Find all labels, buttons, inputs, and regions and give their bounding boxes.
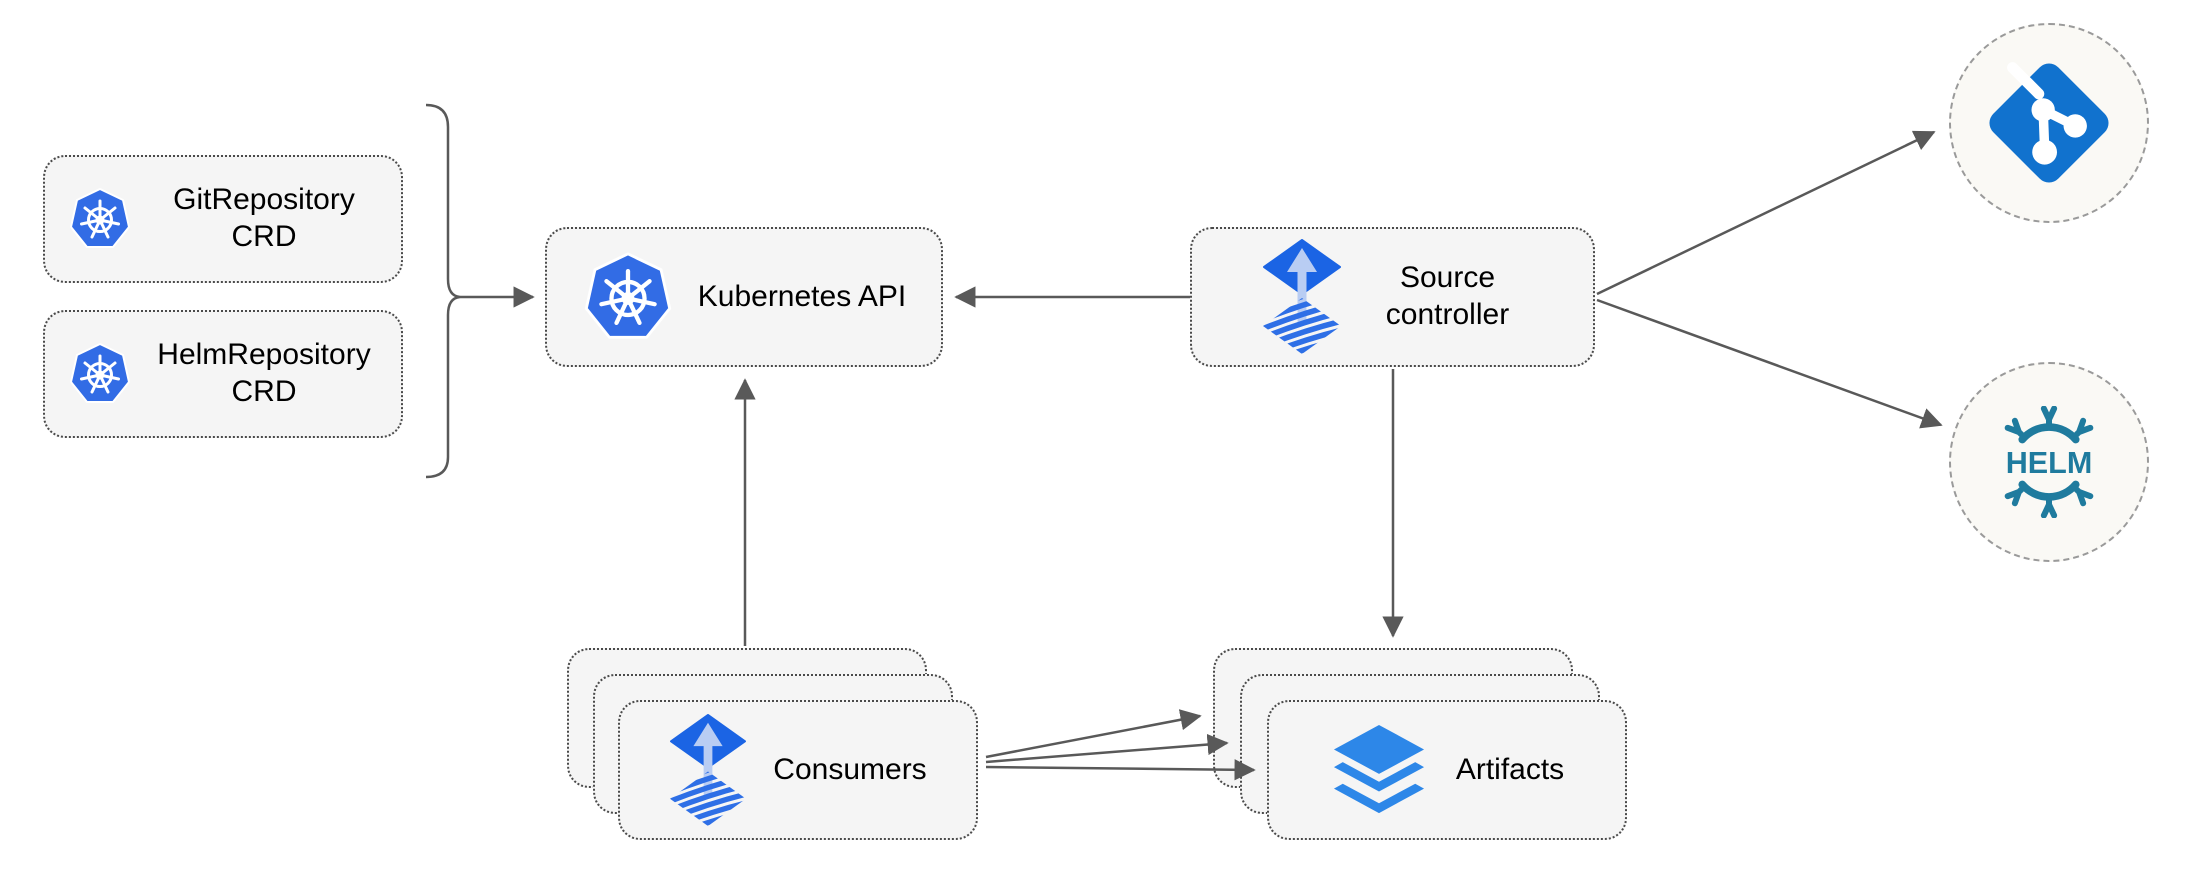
node-kubernetes-api: Kubernetes API (545, 227, 943, 367)
node-consumers: Consumers (618, 700, 978, 840)
flux-icon (1262, 239, 1341, 354)
layers-icon (1333, 724, 1424, 814)
kubernetes-icon (70, 188, 130, 248)
helm-icon: HELM (2004, 406, 2094, 518)
flux-icon (670, 713, 747, 826)
node-source-controller: Source controller (1190, 227, 1595, 367)
helm-remote-circle: HELM (1949, 362, 2149, 562)
helm-logo-text: HELM (2006, 446, 2093, 480)
node-label: Source controller (1385, 261, 1510, 331)
node-label: Artifacts (1455, 752, 1565, 786)
node-label: Kubernetes API (697, 279, 907, 313)
git-icon (1989, 62, 2109, 183)
node-helm-repository-crd: HelmRepository CRD (43, 310, 403, 438)
kubernetes-icon (70, 343, 130, 403)
git-remote-circle (1949, 23, 2149, 223)
node-artifacts: Artifacts (1267, 700, 1627, 840)
crd-group-brace (425, 103, 461, 479)
node-label: HelmRepository CRD (157, 338, 371, 408)
edge-source-to-git-remote (1596, 130, 1936, 296)
kubernetes-icon (584, 252, 671, 339)
edge-source-to-helm-remote (1596, 298, 1943, 429)
node-label: Consumers (773, 752, 927, 786)
node-label: GitRepository CRD (173, 183, 355, 253)
edge-consumers-to-artifacts-2 (985, 733, 1229, 764)
edge-consumers-to-artifacts-1 (985, 709, 1202, 759)
node-git-repository-crd: GitRepository CRD (43, 155, 403, 283)
